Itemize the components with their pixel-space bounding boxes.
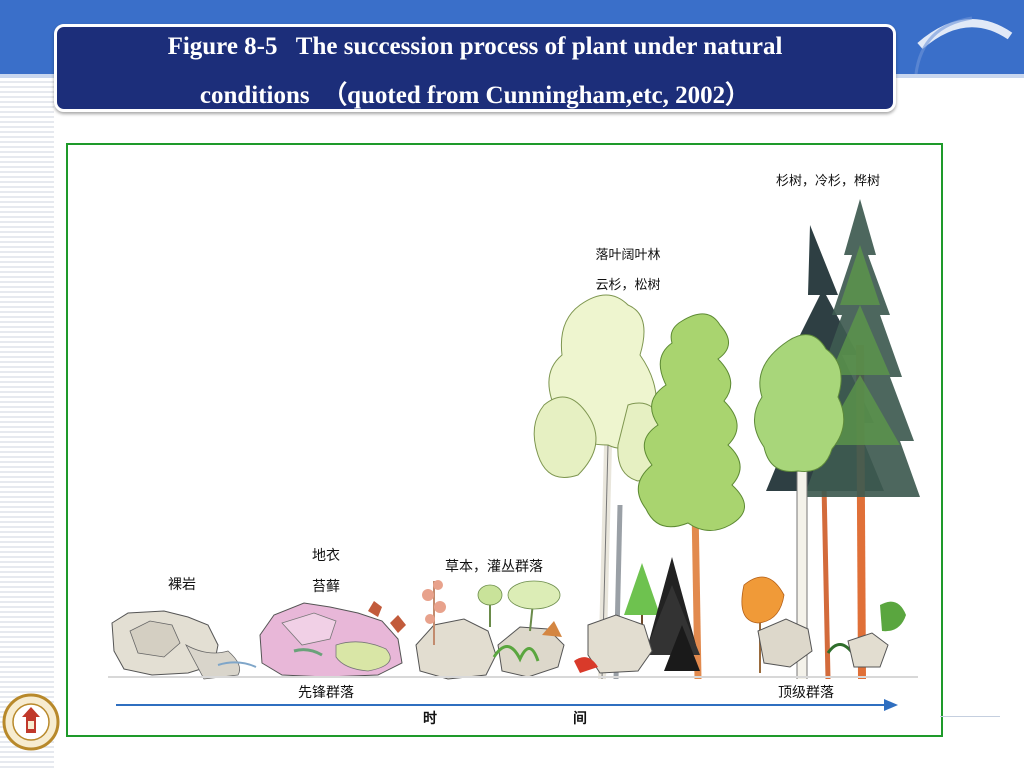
footer-divider: [940, 716, 1000, 717]
label-time-char-2: 间: [573, 710, 587, 727]
label-lichen: 地衣: [312, 548, 340, 564]
slide-title-line-2: conditions （quoted from Cunningham,etc, …: [199, 82, 751, 109]
left-stripe-decoration: [0, 78, 54, 768]
label-climax-community: 顶级群落: [778, 685, 834, 701]
lichen-moss-rocks-illustration: [259, 601, 406, 678]
label-spruce-pine: 云杉，松树: [595, 278, 660, 293]
label-pioneer-community: 先锋群落: [298, 685, 354, 701]
label-moss: 苔藓: [312, 578, 340, 595]
time-arrow: [116, 699, 898, 711]
label-herb-shrub-community: 草本，灌丛群落: [445, 559, 543, 575]
bare-rock-illustration: [111, 610, 257, 680]
slide-title-line-1: Figure 8-5 The succession process of pla…: [167, 33, 783, 60]
university-seal-logo: [2, 693, 60, 751]
succession-illustration: 裸岩 地衣 苔藓 草本，灌丛群落 落叶阔叶林 云杉，松树 杉树，冷杉，桦树 先锋…: [108, 174, 920, 727]
label-time-char-1: 时: [423, 710, 437, 727]
forest-floor-rocks: [574, 614, 889, 674]
label-deciduous-forest: 落叶阔叶林: [595, 248, 660, 263]
slide-title-box: Figure 8-5 The succession process of pla…: [54, 24, 896, 112]
deciduous-tree-illustration: [533, 294, 667, 680]
pine-tree-illustration: [637, 313, 745, 680]
label-bare-rock: 裸岩: [168, 577, 196, 593]
herb-shrub-illustration: [415, 580, 565, 680]
corner-arc-decoration: [914, 16, 1013, 75]
label-fir-birch: 杉树，冷杉，桦树: [776, 174, 880, 189]
succession-figure-frame: 裸岩 地衣 苔藓 草本，灌丛群落 落叶阔叶林 云杉，松树 杉树，冷杉，桦树 先锋…: [66, 143, 943, 737]
